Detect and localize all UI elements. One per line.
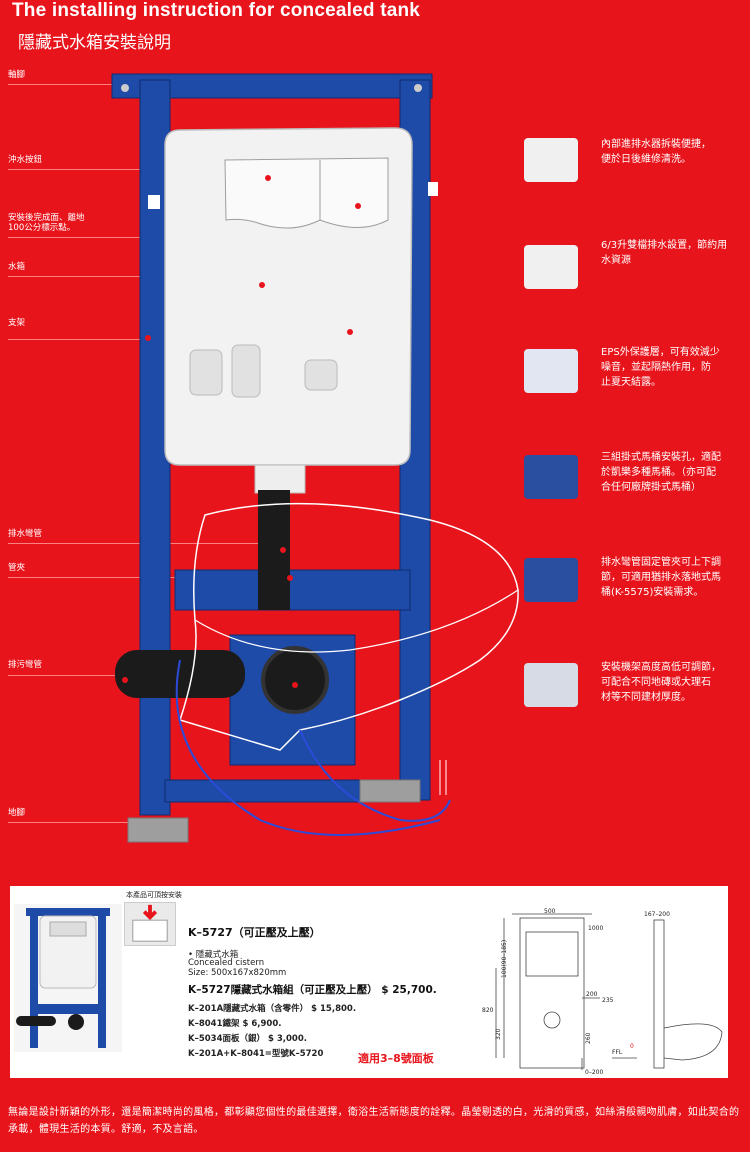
tank xyxy=(164,127,413,494)
item-price: $ 6,900. xyxy=(242,1019,282,1029)
product-panel: 本產品可頂按安裝 K–5727（可正壓及上壓） • 隱藏式水箱 Conceale… xyxy=(10,886,728,1078)
feature-thumb-eps xyxy=(524,349,578,393)
flush-note: 本產品可頂按安裝 xyxy=(126,891,182,899)
flush-thumb xyxy=(124,902,176,946)
dim-320: 320 xyxy=(495,1028,502,1040)
desc-zh: • 隱藏式水箱 xyxy=(188,950,239,960)
feature-text: 排水彎管固定管夾可上下調 節，可適用猶排水落地式馬 桶(K-5575)安裝需求。 xyxy=(601,557,721,598)
dim-200: 200 xyxy=(586,991,598,998)
feature-thumb-dual-flush xyxy=(524,245,578,289)
feature-thumb-height-adjust xyxy=(524,663,578,707)
footer-text: 無論是設計新穎的外形，還是簡潔時尚的風格，都彰顯您個性的最佳選擇，衛浴生活新態度… xyxy=(8,1107,740,1135)
feature-thumb-valve xyxy=(524,138,578,182)
label-frame: 支架 xyxy=(8,318,26,328)
set-row: K–5727隱藏式水箱組（可正壓及上壓） $ 25,700. xyxy=(188,982,437,997)
label-flush-button: 沖水按鈕 xyxy=(8,155,43,165)
item-name: K–8041鐵架 xyxy=(188,1019,240,1029)
applies-note: 適用3–8號面板 xyxy=(358,1052,434,1065)
item-name: K–201A隱藏式水箱（含零件） xyxy=(188,1004,309,1014)
item-name: K–5034面板（銀） xyxy=(188,1034,265,1044)
leader-line xyxy=(8,84,118,85)
label-install-mark: 安裝後完成面、離地 100公分標示點。 xyxy=(8,213,85,233)
desc-en: Concealed cistern xyxy=(188,958,265,968)
item-name: K–201A+K–8041=型號K–5720 xyxy=(188,1049,324,1059)
dim-167-200: 167–200 xyxy=(644,911,670,918)
label-leg-adjust: 軸腳 xyxy=(8,70,26,80)
leader-line xyxy=(8,822,148,823)
item-row: K–5034面板（銀） $ 3,000. xyxy=(188,1032,307,1044)
label-foot: 地腳 xyxy=(8,808,26,818)
technical-drawing: 500 1000 820 100(90–185) 200 235 320 260… xyxy=(482,908,723,1076)
feature-text: 內部進排水器拆裝便捷， 便於日後維修清洗。 xyxy=(601,139,711,165)
model-title: K–5727（可正壓及上壓） xyxy=(188,926,321,939)
label-pipe-clamp: 管夾 xyxy=(8,563,26,573)
dim-zero: 0 xyxy=(630,1043,634,1050)
feature-text: 6/3升雙檔排水設置，節約用 水資源 xyxy=(601,240,728,266)
set-name: K–5727隱藏式水箱組（可正壓及上壓） xyxy=(188,984,378,996)
feature-text: EPS外保護層，可有效減少 噪音，並起隔熱作用，防 止夏天結露。 xyxy=(601,347,720,388)
feature-text: 三組掛式馬桶安裝孔，適配 於凱樂多種馬桶。（亦可配 合任何廠牌掛式馬桶） xyxy=(601,452,721,493)
product-photo xyxy=(14,904,122,1052)
dim-500: 500 xyxy=(544,908,556,915)
item-price: $ 3,000. xyxy=(267,1034,307,1044)
dim-1000: 1000 xyxy=(588,925,603,932)
set-price: $ 25,700. xyxy=(381,984,437,996)
concealed-tank-diagram xyxy=(111,73,519,843)
dim-820: 820 xyxy=(482,1007,494,1014)
leader-line xyxy=(8,276,263,277)
label-waste-elbow: 排污彎管 xyxy=(8,660,43,670)
title-en: The installing instruction for concealed… xyxy=(12,0,421,21)
size: Size: 500x167x820mm xyxy=(188,968,287,978)
dim-260: 260 xyxy=(585,1032,592,1044)
dim-ffl: FFL xyxy=(612,1049,623,1056)
item-price: $ 15,800. xyxy=(311,1004,357,1014)
leader-line xyxy=(8,675,128,676)
item-row: K–201A隱藏式水箱（含零件） $ 15,800. xyxy=(188,1002,356,1014)
leader-line xyxy=(8,237,148,238)
label-drain-elbow: 排水彎管 xyxy=(8,529,43,539)
item-row: K–201A+K–8041=型號K–5720 xyxy=(188,1047,323,1059)
leader-line xyxy=(8,169,268,170)
title-zh: 隱藏式水箱安裝說明 xyxy=(18,33,171,53)
dim-100: 100(90–185) xyxy=(501,940,508,978)
feature-text: 安裝機架高度高低可調節， 可配合不同地磚或大理石 材等不同建材厚度。 xyxy=(601,662,721,703)
feature-thumb-mounting-holes xyxy=(524,455,578,499)
label-tank: 水箱 xyxy=(8,262,26,272)
dim-235: 235 xyxy=(602,997,614,1004)
dim-0-200: 0–200 xyxy=(585,1069,603,1076)
item-row: K–8041鐵架 $ 6,900. xyxy=(188,1017,281,1029)
leader-line xyxy=(8,339,148,340)
feature-thumb-pipe-clamp xyxy=(524,558,578,602)
